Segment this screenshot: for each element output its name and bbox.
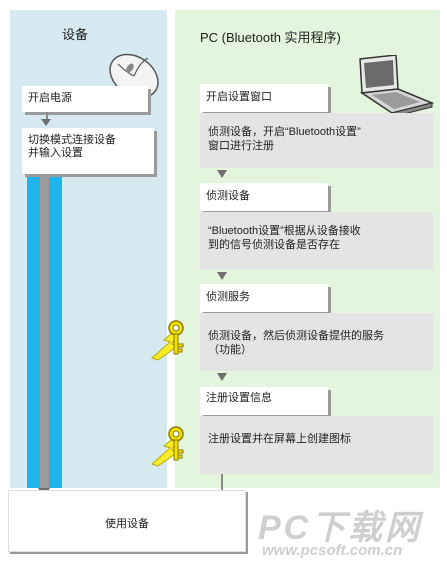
step-detect-device-title: 侦测设备 xyxy=(206,190,250,202)
step-detect-service-title: 侦测服务 xyxy=(206,291,250,303)
key-icon xyxy=(151,320,184,361)
step-open-settings: 开启设置窗口 xyxy=(200,84,328,112)
step-use-device: 使用设备 xyxy=(8,490,246,552)
step-register-settings: 注册设置信息 xyxy=(200,387,328,415)
desc-line: 窗口进行注册 xyxy=(208,140,274,152)
desc-line: “Bluetooth设置”根据从设备接收 xyxy=(208,225,361,237)
connection-line xyxy=(40,175,49,488)
step-register-settings-title: 注册设置信息 xyxy=(206,392,272,404)
step-switch-mode-label-2: 并输入设置 xyxy=(28,147,83,159)
desc-line: （功能） xyxy=(208,344,252,356)
step-use-device-label: 使用设备 xyxy=(105,518,149,530)
arrow-down-icon xyxy=(217,373,227,381)
step-switch-mode: 切换模式连接设备 并输入设置 xyxy=(22,128,154,174)
step-power-on: 开启电源 xyxy=(22,86,148,112)
step-detect-device-desc: “Bluetooth设置”根据从设备接收 到的信号侦测设备是否存在 xyxy=(200,212,433,270)
arrow-down-icon xyxy=(41,119,51,126)
desc-line: 到的信号侦测设备是否存在 xyxy=(208,239,340,251)
step-open-settings-title: 开启设置窗口 xyxy=(206,91,272,103)
pc-column-title: PC (Bluetooth 实用程序) xyxy=(200,30,341,45)
step-detect-service-desc: 侦测设备，然后侦测设备提供的服务 （功能） xyxy=(200,313,433,371)
connector xyxy=(46,112,48,120)
step-register-settings-desc: 注册设置并在屏幕上创建图标 xyxy=(200,416,433,474)
step-detect-device: 侦测设备 xyxy=(200,183,328,211)
desc-line: 侦测设备，然后侦测设备提供的服务 xyxy=(208,330,384,342)
desc-line: 侦测设备，开启“Bluetooth设置” xyxy=(208,126,361,138)
step-power-on-label: 开启电源 xyxy=(28,92,72,104)
step-open-settings-desc: 侦测设备，开启“Bluetooth设置” 窗口进行注册 xyxy=(200,113,433,168)
lightning-icon xyxy=(151,426,184,467)
connector xyxy=(221,474,223,504)
laptop-icon xyxy=(359,55,435,117)
device-column-title: 设备 xyxy=(62,27,89,42)
arrow-down-icon xyxy=(217,170,227,178)
watermark-brand: PC下载网 xyxy=(258,509,423,547)
step-detect-service: 侦测服务 xyxy=(200,284,328,312)
arrow-down-icon xyxy=(217,272,227,280)
step-switch-mode-label-1: 切换模式连接设备 xyxy=(28,134,116,146)
desc-line: 注册设置并在屏幕上创建图标 xyxy=(208,433,351,445)
watermark-url: www.pcsoft.com.cn xyxy=(262,542,403,559)
